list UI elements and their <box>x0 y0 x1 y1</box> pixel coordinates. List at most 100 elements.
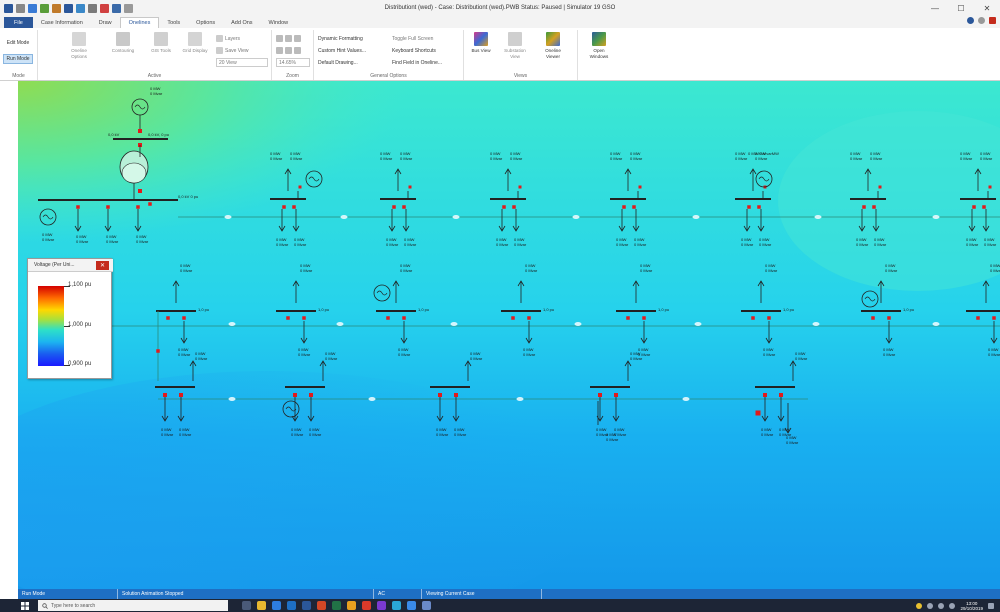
breaker[interactable] <box>402 205 406 209</box>
breaker[interactable] <box>298 185 302 189</box>
outlook-icon[interactable] <box>407 601 416 610</box>
breaker[interactable] <box>438 393 442 397</box>
find-field-button[interactable]: Find Field in Oneline... <box>392 59 443 66</box>
chrome-icon[interactable] <box>362 601 371 610</box>
new-icon[interactable] <box>40 3 49 13</box>
settings-icon[interactable] <box>978 17 985 24</box>
breaker[interactable] <box>293 393 297 397</box>
breaker[interactable] <box>138 129 142 133</box>
breaker[interactable] <box>976 316 980 320</box>
breaker[interactable] <box>408 185 412 189</box>
breaker[interactable] <box>292 205 296 209</box>
breaker[interactable] <box>982 205 986 209</box>
breaker[interactable] <box>282 205 286 209</box>
zoom-level-input[interactable]: 14.65% <box>276 58 310 67</box>
breaker[interactable] <box>386 316 390 320</box>
tab-onelines[interactable]: Onelines <box>119 17 160 28</box>
print-icon[interactable] <box>76 3 85 13</box>
breaker[interactable] <box>626 316 630 320</box>
breaker[interactable] <box>286 316 290 320</box>
breaker[interactable] <box>747 205 751 209</box>
powerpoint-icon[interactable] <box>317 601 326 610</box>
substation-view-button[interactable]: Substation View <box>502 32 528 68</box>
gis-tools-button[interactable]: GIS Tools <box>148 32 174 68</box>
breaker[interactable] <box>988 185 992 189</box>
app-icon[interactable] <box>4 3 13 13</box>
breaker[interactable] <box>779 393 783 397</box>
tab-options[interactable]: Options <box>196 19 216 26</box>
breaker[interactable] <box>136 205 140 209</box>
mail-icon[interactable] <box>287 601 296 610</box>
breaker[interactable] <box>763 393 767 397</box>
breaker[interactable] <box>302 316 306 320</box>
legend-close-button[interactable]: ✕ <box>96 261 109 270</box>
tab-window[interactable]: Window <box>268 19 289 26</box>
teams-icon[interactable] <box>377 601 386 610</box>
file-explorer-icon[interactable] <box>257 601 266 610</box>
breaker[interactable] <box>632 205 636 209</box>
contouring-button[interactable]: Contouring <box>110 32 136 68</box>
breaker[interactable] <box>992 316 996 320</box>
breaker[interactable] <box>638 185 642 189</box>
zoom-out-icon[interactable] <box>285 35 292 42</box>
clock[interactable]: 13:00 29/10/2019 <box>960 601 983 611</box>
edit-mode-button[interactable]: Edit Mode <box>6 40 30 46</box>
volume-icon[interactable] <box>938 602 945 609</box>
breaker[interactable] <box>622 205 626 209</box>
skype-icon[interactable] <box>392 601 401 610</box>
zoom-tools-2[interactable] <box>276 46 301 55</box>
legend-title[interactable]: Voltage (Per Uni... <box>28 259 113 272</box>
grid-display-button[interactable]: Grid Display <box>182 32 208 68</box>
breaker[interactable] <box>518 185 522 189</box>
refresh-icon[interactable] <box>294 47 301 54</box>
breaker[interactable] <box>392 205 396 209</box>
breaker[interactable] <box>614 393 618 397</box>
zoom-in-icon[interactable] <box>276 35 283 42</box>
oneline-options-button[interactable]: Oneline Options <box>66 32 92 68</box>
toggle-full-screen-button[interactable]: Toggle Full Screen <box>392 35 434 42</box>
open-icon[interactable] <box>28 3 37 13</box>
pan-icon[interactable] <box>285 47 292 54</box>
breaker[interactable] <box>755 410 761 416</box>
breaker[interactable] <box>156 349 160 353</box>
powerworld-icon[interactable] <box>422 601 431 610</box>
tab-case-information[interactable]: Case Information <box>40 19 83 26</box>
tab-tools[interactable]: Tools <box>167 19 181 26</box>
save-view-button[interactable]: Save View <box>216 46 249 55</box>
zoom-area-icon[interactable] <box>294 35 301 42</box>
breaker[interactable] <box>871 316 875 320</box>
breaker[interactable] <box>166 316 170 320</box>
tab-add-ons[interactable]: Add Ons <box>231 19 253 26</box>
view-select[interactable]: 20 View <box>216 58 268 67</box>
breaker[interactable] <box>512 205 516 209</box>
notification-icon[interactable] <box>916 602 923 609</box>
breaker[interactable] <box>309 393 313 397</box>
breaker[interactable] <box>106 205 110 209</box>
custom-hint-values-button[interactable]: Custom Hint Values... <box>318 47 366 54</box>
folder-icon[interactable] <box>347 601 356 610</box>
tab-draw[interactable]: Draw <box>98 19 112 26</box>
breaker[interactable] <box>751 316 755 320</box>
breaker[interactable] <box>182 316 186 320</box>
battery-icon[interactable] <box>949 602 956 609</box>
close-ribbon-icon[interactable] <box>989 17 996 24</box>
start-button[interactable] <box>18 599 32 612</box>
breaker[interactable] <box>527 316 531 320</box>
grid-icon[interactable] <box>112 3 121 13</box>
breaker[interactable] <box>598 393 602 397</box>
breaker[interactable] <box>878 185 882 189</box>
chevron-down-icon[interactable] <box>124 3 133 13</box>
bus-view-button[interactable]: Bus View <box>468 32 494 68</box>
breaker[interactable] <box>757 205 761 209</box>
breaker[interactable] <box>887 316 891 320</box>
close-button[interactable]: ✕ <box>983 3 991 13</box>
breaker[interactable] <box>163 393 167 397</box>
run-mode-button[interactable]: Run Mode <box>3 54 33 64</box>
breaker[interactable] <box>454 393 458 397</box>
save-icon[interactable] <box>16 3 25 13</box>
dynamic-formatting-button[interactable]: Dynamic Formatting <box>318 35 363 42</box>
zoom-tools[interactable] <box>276 34 301 43</box>
excel-icon[interactable] <box>332 601 341 610</box>
